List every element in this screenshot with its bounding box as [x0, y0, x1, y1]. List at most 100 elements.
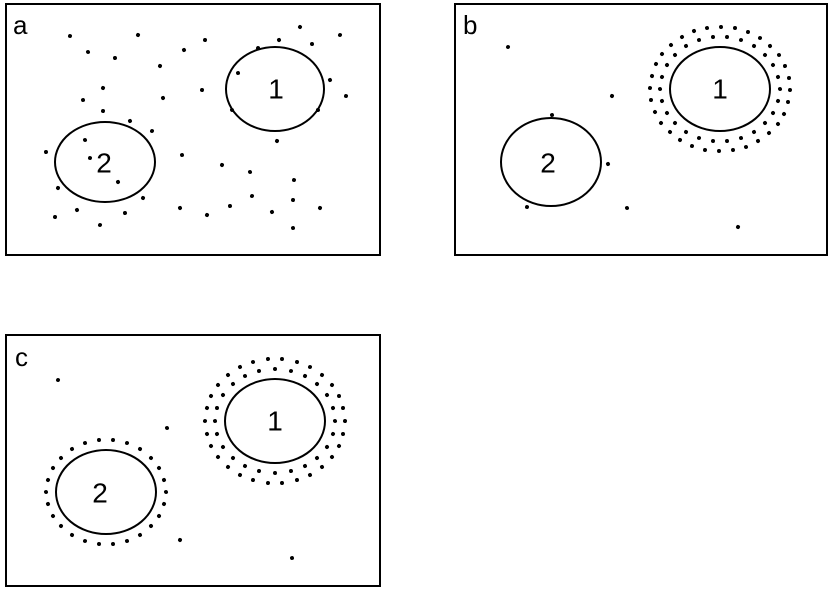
molecule-icon: [153, 90, 176, 111]
molecule-icon: [297, 462, 320, 483]
panel-c-frame: [5, 334, 381, 587]
molecule-icon: [90, 80, 113, 102]
molecule-icon: [58, 29, 80, 48]
molecule-icon: [773, 56, 791, 77]
molecule-icon: [660, 118, 683, 141]
molecule-icon: [46, 373, 68, 393]
molecule-icon: [140, 124, 162, 144]
molecule-icon: [194, 34, 215, 52]
molecule-icon: [697, 21, 719, 41]
molecule-icon: [172, 148, 194, 167]
molecule-icon: [283, 221, 305, 240]
molecule-icon: [67, 202, 90, 224]
molecule-icon: [115, 207, 136, 225]
panel-b-cell-2: [500, 117, 602, 207]
molecule-icon: [89, 533, 109, 549]
panel-a-cell-1: [225, 46, 325, 132]
panel-a-molecules: [36, 18, 356, 240]
panel-c-cell-1-label: 1: [267, 406, 283, 437]
molecule-icon: [703, 32, 723, 48]
panel-a-cell-2: [54, 121, 156, 203]
molecule-icon: [220, 200, 241, 218]
molecule-icon: [89, 435, 109, 451]
molecule-icon: [218, 366, 242, 389]
molecule-icon: [302, 39, 322, 55]
molecule-icon: [646, 98, 669, 122]
molecule-icon: [230, 359, 253, 380]
molecule-icon: [756, 119, 779, 142]
molecule-icon: [766, 45, 786, 67]
molecule-icon: [125, 27, 148, 49]
molecule-icon: [92, 105, 113, 123]
molecule-icon: [676, 38, 699, 59]
molecule-icon: [282, 194, 303, 212]
molecule-icon: [147, 58, 170, 79]
molecule-icon: [282, 173, 304, 192]
molecule-icon: [174, 42, 197, 64]
molecule-icon: [230, 462, 253, 483]
molecule-icon: [262, 204, 285, 226]
molecule-icon: [282, 551, 304, 570]
panel-b-frame: [454, 3, 828, 256]
molecule-icon: [130, 190, 153, 212]
molecule-icon: [717, 130, 737, 146]
molecule-icon: [741, 119, 764, 140]
molecule-icon: [726, 24, 744, 38]
molecule-icon: [243, 468, 265, 487]
molecule-icon: [157, 421, 179, 441]
molecule-icon: [309, 367, 332, 388]
molecule-icon: [127, 522, 150, 543]
molecule-icon: [202, 386, 225, 410]
molecule-icon: [45, 180, 68, 201]
molecule-icon: [73, 93, 95, 112]
molecule-icon: [218, 453, 241, 476]
molecule-icon: [223, 376, 246, 398]
molecule-icon: [286, 18, 310, 41]
molecule-icon: [729, 125, 751, 145]
molecule-icon: [599, 88, 622, 109]
molecule-icon: [36, 146, 57, 164]
molecule-icon: [325, 432, 348, 456]
molecule-icon: [672, 28, 695, 51]
molecule-icon: [170, 200, 193, 221]
molecule-icon: [273, 355, 291, 369]
panel-c-label: c: [15, 342, 28, 372]
molecule-icon: [240, 189, 262, 209]
molecule-icon: [120, 113, 143, 135]
molecule-icon: [684, 23, 707, 44]
molecule-icon: [243, 355, 265, 375]
molecule-icon: [202, 432, 225, 456]
panel-a-label: a: [13, 10, 28, 40]
molecule-icon: [240, 165, 262, 185]
molecule-icon: [235, 369, 257, 389]
panel-a-cell-2-label: 2: [96, 148, 112, 179]
molecule-icon: [103, 533, 123, 549]
molecule-icon: [298, 360, 320, 380]
molecule-icon: [105, 52, 126, 70]
molecule-icon: [194, 207, 217, 229]
panel-c-cell-1: [224, 378, 326, 464]
molecule-icon: [703, 130, 723, 146]
molecule-icon: [265, 462, 285, 478]
molecule-icon: [309, 453, 332, 476]
molecule-icon: [748, 31, 770, 51]
molecule-icon: [269, 32, 292, 53]
molecule-icon: [496, 40, 518, 60]
panel-c-cell-2-label: 2: [92, 478, 108, 509]
molecule-icon: [264, 133, 287, 154]
molecule-icon: [710, 141, 728, 155]
molecule-icon: [167, 532, 190, 553]
molecule-icon: [88, 218, 110, 238]
molecule-icon: [191, 84, 212, 102]
molecule-icon: [328, 28, 350, 48]
molecule-icon: [265, 364, 285, 380]
molecule-icon: [78, 45, 100, 65]
panel-b-cell-1: [669, 46, 771, 132]
panel-c: c 1 2: [5, 334, 381, 587]
panel-a-cell-1-label: 1: [268, 74, 284, 105]
molecule-icon: [44, 211, 65, 229]
molecule-icon: [75, 133, 97, 153]
molecule-icon: [670, 127, 693, 148]
panel-b-label: b: [463, 10, 477, 40]
